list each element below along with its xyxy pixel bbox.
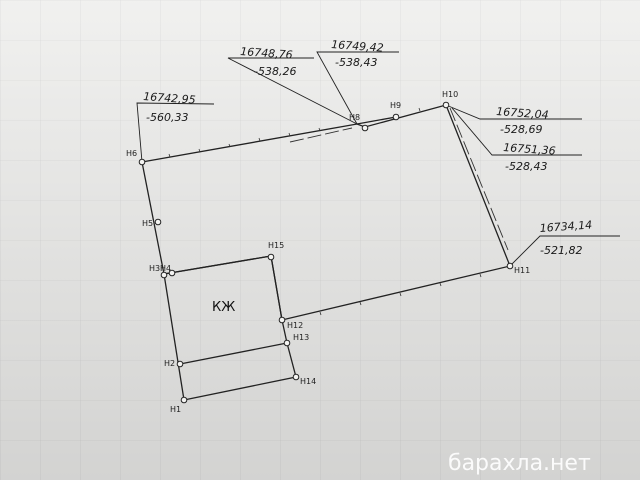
coord-3-bottom: -538,43 xyxy=(335,56,377,69)
leader-h8-a xyxy=(227,57,358,125)
segment-h8-h9 xyxy=(356,116,397,125)
vertex-h13 xyxy=(283,339,291,347)
vertex-h12 xyxy=(278,316,286,324)
coord-4-bottom: -528,69 xyxy=(500,123,542,136)
vertex-h11 xyxy=(506,262,514,270)
vertex-h8 xyxy=(361,124,369,132)
coord-1-top: 16742,95 xyxy=(143,90,196,107)
label-h3: Н3 xyxy=(149,264,160,273)
leader-h11 xyxy=(509,235,620,267)
vertex-h4 xyxy=(168,269,176,277)
label-h11: Н11 xyxy=(514,266,530,275)
label-h9: Н9 xyxy=(390,101,401,110)
label-h12: Н12 xyxy=(287,321,303,330)
dashed-offsets xyxy=(289,107,509,251)
coord-3-top: 16749,42 xyxy=(331,38,384,55)
vertex-h3 xyxy=(160,271,168,279)
leader-h10-b xyxy=(451,107,582,156)
vertex-h15 xyxy=(267,253,275,261)
coord-4-top: 16752,04 xyxy=(496,105,549,122)
leader-lines xyxy=(136,51,620,267)
label-h5: Н5 xyxy=(142,219,153,228)
label-h4: Н4 xyxy=(160,264,171,273)
coord-5-bottom: -528,43 xyxy=(505,160,547,173)
leader-h10-a xyxy=(445,104,582,120)
coord-2-bottom: -538,26 xyxy=(254,65,296,78)
tick-marks xyxy=(168,107,482,316)
point-labels: Н1 Н2 Н3 Н4 Н5 Н6 Н8 Н9 Н10 Н11 Н12 Н13 … xyxy=(126,90,530,414)
label-h13: Н13 xyxy=(293,333,309,342)
vertex-h9 xyxy=(392,113,400,121)
vertex-h5 xyxy=(154,218,162,226)
vertex-h1 xyxy=(180,396,188,404)
coordinate-annotations: 16742,95 -560,33 16748,76 -538,26 16749,… xyxy=(143,38,593,257)
vertex-markers xyxy=(138,101,514,404)
label-h2: Н2 xyxy=(164,359,175,368)
label-h6: Н6 xyxy=(126,149,137,158)
leader-h6 xyxy=(136,102,215,163)
leader-h8-b xyxy=(316,51,399,125)
coord-6-bottom: -521,82 xyxy=(540,244,582,257)
label-h10: Н10 xyxy=(442,90,458,99)
vertex-h6 xyxy=(138,158,146,166)
coord-6-top: 16734,14 xyxy=(539,218,592,235)
label-h1: Н1 xyxy=(170,405,181,414)
label-h8: Н8 xyxy=(349,113,360,122)
coord-1-bottom: -560,33 xyxy=(146,111,188,124)
vertex-h10 xyxy=(442,101,450,109)
vertex-h14 xyxy=(292,373,300,381)
label-h14: Н14 xyxy=(300,377,316,386)
coord-5-top: 16751,36 xyxy=(503,141,556,158)
coord-2-top: 16748,76 xyxy=(240,45,293,62)
vertex-h2 xyxy=(176,360,184,368)
watermark: барахла.нет xyxy=(448,451,591,476)
label-h15: Н15 xyxy=(268,241,284,250)
segment-h2-h13 xyxy=(179,342,288,365)
zone-label: КЖ xyxy=(212,300,235,315)
